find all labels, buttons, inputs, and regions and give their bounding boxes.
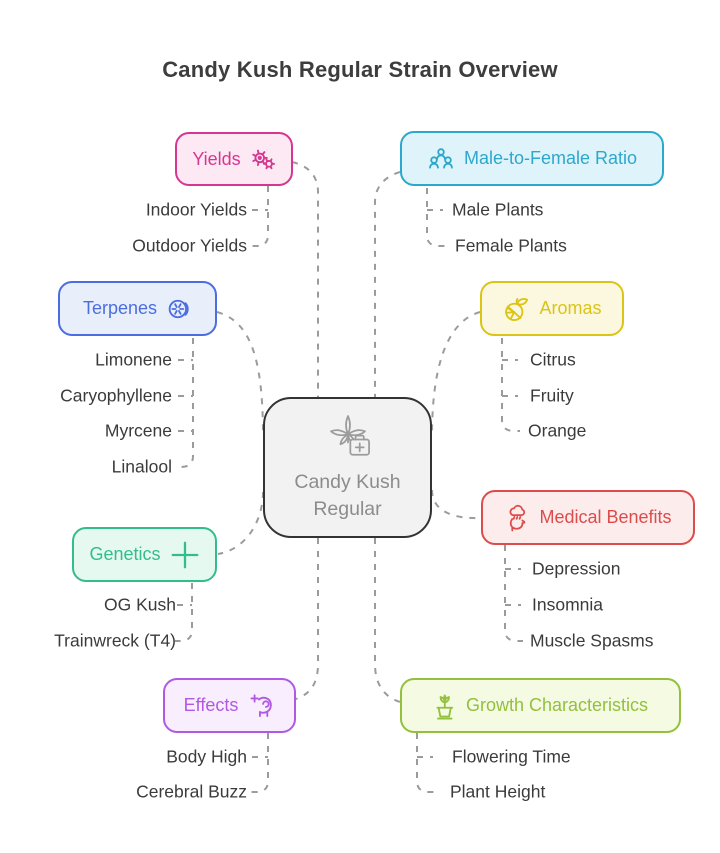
branch-node-growth: Growth Characteristics xyxy=(400,678,681,733)
citrus-fruit-icon xyxy=(502,295,530,323)
branch-node-ratio: Male-to-Female Ratio xyxy=(400,131,664,186)
leaf-trainwreck-t4: Trainwreck (T4) xyxy=(54,630,176,651)
branch-label-aromas: Aromas xyxy=(539,298,602,318)
branch-node-medical: Medical Benefits xyxy=(481,490,695,545)
gears-icon xyxy=(250,148,276,171)
leaf-depression: Depression xyxy=(532,558,621,579)
leaf-flowering-time: Flowering Time xyxy=(452,746,571,767)
leaf-citrus: Citrus xyxy=(530,349,576,370)
leaf-cerebral-buzz: Cerebral Buzz xyxy=(136,781,247,802)
branch-label-terpenes: Terpenes xyxy=(82,298,158,318)
leaf-myrcene: Myrcene xyxy=(104,420,172,441)
branch-node-aromas: Aromas xyxy=(480,281,624,336)
branch-label-yields: Yields xyxy=(192,148,241,169)
head-plus-icon xyxy=(247,693,275,719)
root-label-line2: Regular xyxy=(313,498,382,520)
branch-node-effects: Effects xyxy=(163,678,296,733)
leaf-plant-height: Plant Height xyxy=(450,781,546,802)
leaf-limonene: Limonene xyxy=(95,349,172,370)
plus-icon xyxy=(170,540,200,570)
leaf-caryophyllene: Caryophyllene xyxy=(60,385,172,406)
leaf-muscle-spasms: Muscle Spasms xyxy=(530,630,654,651)
leaf-linalool: Linalool xyxy=(111,456,172,477)
root-node-candy-kush-regular: Candy Kush Regular xyxy=(263,397,432,538)
branch-label-growth: Growth Characteristics xyxy=(465,695,649,715)
leaf-og-kush: OG Kush xyxy=(104,594,176,615)
leaf-male-plants: Male Plants xyxy=(452,199,544,220)
leaf-outdoor-yields: Outdoor Yields xyxy=(132,235,247,256)
branch-label-effects: Effects xyxy=(183,695,239,715)
cannabis-medical-kit-icon xyxy=(321,412,375,465)
mind-cloud-icon xyxy=(504,503,530,532)
branch-node-yields: Yields xyxy=(175,132,293,186)
people-group-icon xyxy=(427,147,455,171)
branch-node-terpenes: Terpenes xyxy=(58,281,217,336)
kiwi-slice-icon xyxy=(166,297,192,321)
leaf-body-high: Body High xyxy=(166,746,247,767)
root-label-line1: Candy Kush xyxy=(294,471,401,494)
potted-plant-icon xyxy=(433,692,457,720)
leaf-fruity: Fruity xyxy=(530,385,574,406)
branch-node-genetics: Genetics xyxy=(72,527,217,582)
leaf-female-plants: Female Plants xyxy=(455,235,567,256)
branch-label-genetics: Genetics xyxy=(89,544,161,564)
diagram-title: Candy Kush Regular Strain Overview xyxy=(162,57,558,82)
leaf-orange: Orange xyxy=(528,420,587,441)
branch-label-ratio: Male-to-Female Ratio xyxy=(463,148,638,168)
branch-label-medical: Medical Benefits xyxy=(539,507,672,527)
leaf-indoor-yields: Indoor Yields xyxy=(145,199,247,220)
leaf-insomnia: Insomnia xyxy=(532,594,604,615)
